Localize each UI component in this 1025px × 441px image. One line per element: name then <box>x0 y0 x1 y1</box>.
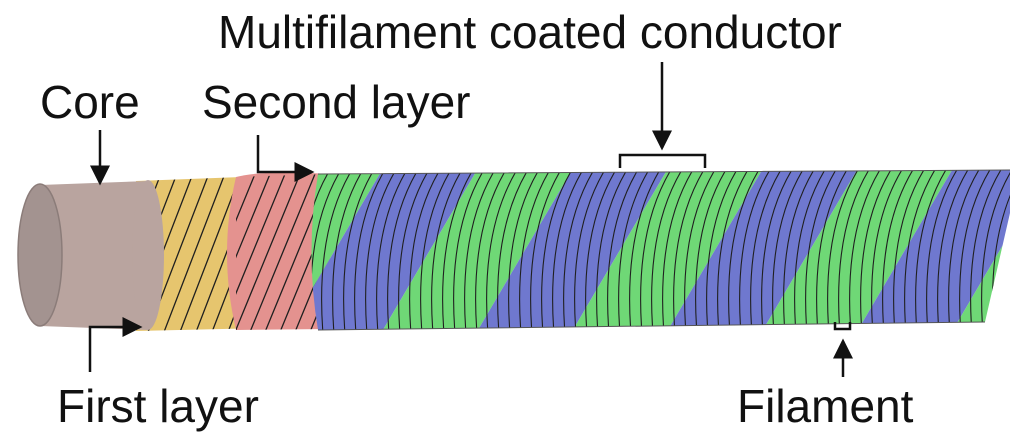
filament-stripe <box>959 170 992 330</box>
annotations <box>88 62 853 377</box>
filament-stripe <box>464 170 497 330</box>
filament-stripe <box>486 170 519 330</box>
filament-stripe <box>662 170 695 330</box>
filament-stripe <box>860 170 893 330</box>
filament-stripe <box>750 170 783 330</box>
multifilament-label: Multifilament coated conductor <box>218 6 842 58</box>
filament-bracket <box>833 322 852 331</box>
core-cylinder <box>17 180 164 330</box>
filament-stripe <box>453 170 486 330</box>
filament-stripe <box>893 170 926 330</box>
filament-stripe <box>530 170 563 330</box>
filament-stripe <box>387 170 420 330</box>
filament-stripe <box>420 170 453 330</box>
filament-stripe <box>915 170 948 330</box>
filament-stripe <box>827 170 860 330</box>
filament-stripes <box>311 168 1025 334</box>
filament-stripe <box>904 170 937 330</box>
filament-stripe <box>343 170 376 330</box>
filament-stripe <box>838 170 871 330</box>
second-layer-stripe <box>236 174 286 330</box>
filament-stripe <box>717 170 750 330</box>
green-tape-band <box>311 170 385 330</box>
filament-stripe <box>882 170 915 330</box>
second-layer-label: Second layer <box>202 76 471 128</box>
filament-stripe <box>739 170 772 330</box>
filament-stripe <box>519 170 552 330</box>
green-tape-band <box>380 170 575 330</box>
filament-stripe <box>574 170 607 330</box>
filament-stripe <box>640 170 673 330</box>
filament-stripe <box>311 170 332 330</box>
core-end-face <box>17 183 63 327</box>
filament-stripe <box>618 170 651 330</box>
filament-stripe <box>497 170 530 330</box>
core-right-edge <box>132 180 164 330</box>
filament-stripe <box>398 170 431 330</box>
filament-stripe <box>651 170 684 330</box>
filament-stripe <box>673 170 706 330</box>
multifilament-bracket <box>618 153 707 168</box>
filament-stripe <box>354 170 387 330</box>
filament-stripe <box>871 170 904 330</box>
filament-stripe <box>794 170 827 330</box>
filament-stripe <box>761 170 794 330</box>
second-layer-stripe <box>249 174 316 330</box>
second-layer-stripe <box>236 174 271 330</box>
filament-stripe <box>321 170 354 330</box>
filament-stripe <box>970 170 1003 330</box>
filament-stripe <box>849 170 882 330</box>
filament-stripe <box>376 170 409 330</box>
filament-stripe <box>475 170 508 330</box>
filament-stripe <box>772 170 805 330</box>
filament-stripe <box>926 170 959 330</box>
blue-tape-band <box>311 170 480 330</box>
filament-stripe <box>629 170 662 330</box>
filament-stripe <box>948 170 981 330</box>
filament-stripe <box>585 170 618 330</box>
filament-stripe <box>816 170 849 330</box>
core-label: Core <box>40 76 140 128</box>
filament-stripe <box>365 170 398 330</box>
filament-stripe <box>442 170 475 330</box>
second-layer-arrow <box>256 135 315 182</box>
filament-stripe <box>541 170 574 330</box>
filament-stripe <box>1015 168 1025 334</box>
filament-stripe <box>552 170 585 330</box>
filament-stripe <box>684 170 717 330</box>
first-layer-stripe <box>179 176 241 331</box>
filament-stripe <box>607 170 640 330</box>
first-layer-arrow <box>88 317 143 372</box>
filament-stripe <box>508 170 541 330</box>
second-layer-stripe <box>236 174 301 330</box>
conductor-outline <box>317 169 1011 331</box>
filament-stripe <box>563 170 596 330</box>
first-layer-label: First layer <box>57 380 259 432</box>
second-layer-body <box>227 172 330 330</box>
filament-stripe <box>695 170 728 330</box>
filament-stripe <box>783 170 816 330</box>
blue-tape-band <box>665 170 860 330</box>
first-layer-stripe <box>163 176 225 331</box>
filament-stripe <box>311 170 343 330</box>
filament-stripe <box>596 170 629 330</box>
filament-stripe <box>981 170 1010 330</box>
filament-stripe <box>937 170 970 330</box>
second-layer-stripe <box>236 174 256 330</box>
filament-stripe <box>805 170 838 330</box>
filament-label: Filament <box>737 380 914 432</box>
filament-stripe <box>706 170 739 330</box>
filament-stripe <box>332 170 365 330</box>
filament-stripe <box>409 170 442 330</box>
core-body <box>40 181 148 330</box>
filament-stripe <box>728 170 761 330</box>
filament-stripe <box>431 170 464 330</box>
